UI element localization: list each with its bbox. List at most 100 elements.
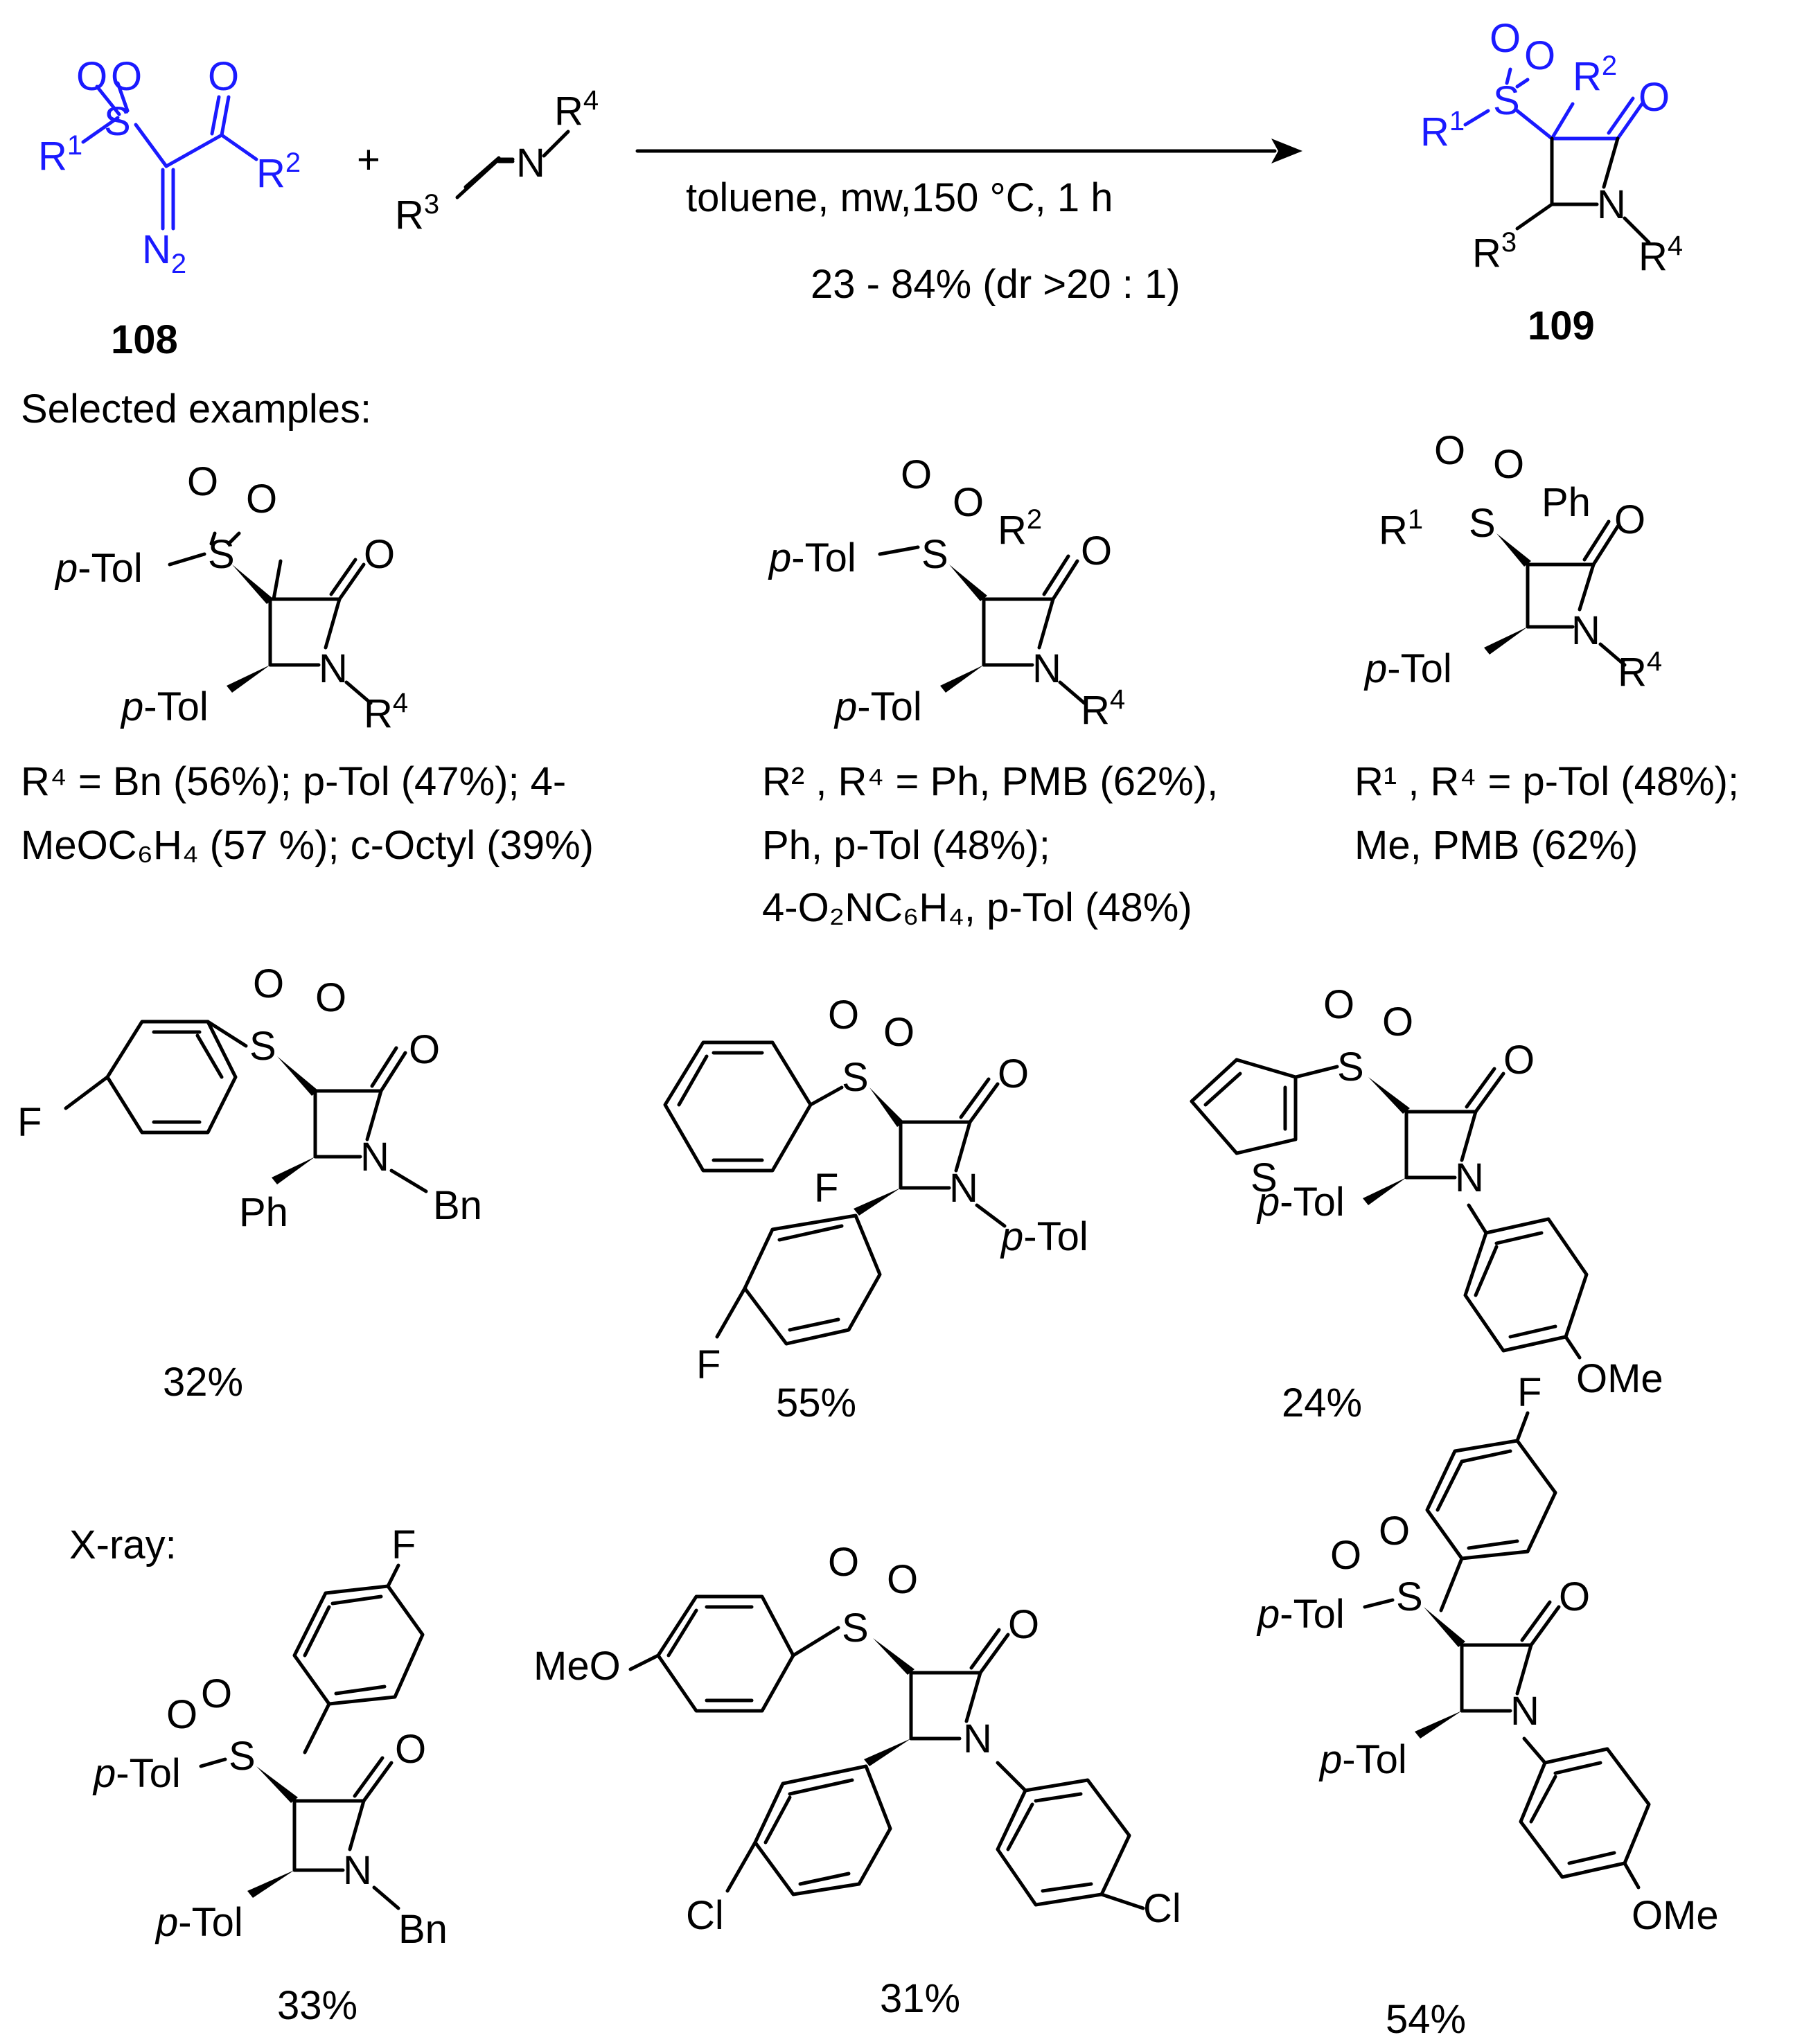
oxygen-atom: O — [1382, 999, 1413, 1045]
example-6-structure: S S O O O N p-Tol OMe — [1190, 982, 1663, 1401]
example-1-caption-line: MeOC₆H₄ (57 %); c-Octyl (39%) — [21, 823, 594, 868]
oxygen-atom: O — [111, 54, 142, 99]
oxygen-atom: O — [1559, 1574, 1590, 1619]
oxygen-atom: O — [315, 975, 346, 1020]
reaction-arrow — [635, 139, 1302, 163]
sulfur-atom: S — [1337, 1045, 1364, 1090]
oxygen-atom: O — [409, 1027, 440, 1072]
r3-label: R3 — [395, 189, 439, 238]
r2-label: R2 — [256, 148, 301, 196]
ptol-group: p-Tol — [154, 1900, 243, 1945]
example-8-yield: 31% — [880, 1976, 960, 2021]
example-2-caption-line: R² , R⁴ = Ph, PMB (62%), — [762, 759, 1218, 804]
nitrogen-atom: N — [319, 646, 348, 691]
methoxy-group: OMe — [1632, 1893, 1719, 1938]
example-4-yield: 32% — [163, 1360, 243, 1405]
oxygen-atom: O — [1379, 1509, 1410, 1554]
sulfur-atom: S — [921, 532, 948, 577]
r4-label: R4 — [1081, 684, 1125, 733]
sulfur-atom: S — [229, 1734, 256, 1779]
example-1-structure: O O S p-Tol O N R4 p-Tol — [54, 459, 408, 736]
oxygen-atom: O — [1008, 1602, 1039, 1647]
phenyl-group: Ph — [239, 1190, 288, 1235]
methoxy-group: MeO — [533, 1644, 621, 1689]
example-5-structure: F S O O O N p-Tol F — [663, 993, 1088, 1387]
r4-label: R4 — [554, 85, 599, 134]
reactant-108: R1 S O O O R2 N2 108 — [38, 54, 301, 362]
ptol-group: p-Tol — [54, 546, 143, 591]
benzyl-group: Bn — [433, 1183, 482, 1228]
reaction-yield-range: 23 - 84% (dr >20 : 1) — [811, 262, 1181, 307]
example-7-yield: 33% — [277, 1983, 357, 2028]
chlorine-atom: Cl — [686, 1893, 724, 1938]
benzyl-group: Bn — [398, 1907, 448, 1952]
oxygen-atom: O — [1323, 982, 1354, 1027]
selected-examples-heading: Selected examples: — [21, 386, 371, 432]
oxygen-atom: O — [1490, 16, 1521, 61]
example-2-caption-line: 4-O₂NC₆H₄, p-Tol (48%) — [762, 885, 1192, 930]
r2-label: R2 — [998, 504, 1042, 553]
example-3-caption-line: Me, PMB (62%) — [1354, 823, 1638, 868]
r1-label: R1 — [1379, 504, 1423, 553]
oxygen-atom: O — [828, 1540, 859, 1585]
r4-label: R4 — [1618, 646, 1662, 695]
example-3-structure: O O S R1 Ph O N R4 p-Tol — [1363, 428, 1662, 695]
r1-label: R1 — [1420, 106, 1465, 154]
oxygen-atom: O — [1638, 75, 1670, 120]
oxygen-atom: O — [1081, 528, 1112, 574]
fluorine-atom: F — [391, 1522, 416, 1567]
oxygen-atom: O — [1434, 428, 1465, 473]
oxygen-atom: O — [395, 1727, 426, 1772]
imine-reactant: R3 N R4 — [395, 85, 599, 238]
compound-108-id: 108 — [111, 317, 178, 362]
oxygen-atom: O — [1524, 33, 1555, 78]
oxygen-atom: O — [187, 459, 218, 504]
ptol-group: p-Tol — [92, 1751, 181, 1796]
sulfur-atom: S — [249, 1024, 276, 1069]
nitrogen-atom: N — [1510, 1689, 1539, 1734]
sulfur-atom: S — [1251, 1155, 1278, 1200]
oxygen-atom: O — [1330, 1533, 1361, 1578]
sulfur-atom: S — [1493, 78, 1520, 123]
plus-sign: + — [357, 137, 380, 182]
reaction-conditions: toluene, mw,150 °C, 1 h — [686, 175, 1113, 220]
oxygen-atom: O — [201, 1671, 232, 1716]
sulfur-atom: S — [1469, 501, 1496, 546]
ptol-group: p-Tol — [768, 535, 856, 580]
product-109: O O R1 S R2 O N R3 R4 109 — [1420, 16, 1683, 348]
example-7-structure: F O O S p-Tol O N Bn p-Tol — [92, 1522, 448, 1952]
r2-label: R2 — [1573, 51, 1617, 99]
nitrogen-atom: N — [343, 1848, 372, 1893]
nitrogen-atom: N — [1571, 608, 1600, 653]
fluorine-atom: F — [814, 1166, 838, 1211]
sulfur-atom: S — [1396, 1574, 1423, 1619]
phenyl-group: Ph — [1541, 480, 1591, 525]
oxygen-atom: O — [998, 1051, 1029, 1096]
example-9-structure: F O O S p-Tol O N p-Tol OMe — [1256, 1370, 1719, 1938]
compound-109-id: 109 — [1528, 303, 1595, 348]
ptol-group: p-Tol — [1256, 1180, 1345, 1225]
fluorine-atom: F — [17, 1100, 42, 1145]
example-9-yield: 54% — [1386, 1997, 1466, 2042]
oxygen-atom: O — [887, 1557, 918, 1602]
nitrogen-atom: N — [1455, 1155, 1484, 1200]
chlorine-atom: Cl — [1143, 1886, 1181, 1931]
fluorine-atom: F — [696, 1342, 721, 1387]
r4-label: R4 — [1638, 231, 1683, 279]
r1-label: R1 — [38, 130, 82, 179]
oxygen-atom: O — [1614, 497, 1645, 542]
nitrogen-atom: N — [1032, 646, 1061, 691]
example-8-structure: MeO S O O O N Cl Cl — [533, 1540, 1181, 1938]
nitrogen-atom: N — [963, 1716, 992, 1761]
example-1-caption-line: R⁴ = Bn (56%); p-Tol (47%); 4- — [21, 759, 566, 804]
oxygen-atom: O — [883, 1010, 915, 1055]
example-3-caption-line: R¹ , R⁴ = p-Tol (48%); — [1354, 759, 1739, 804]
example-4-structure: F S O O O N Bn Ph — [17, 961, 482, 1235]
oxygen-atom: O — [1503, 1038, 1535, 1083]
diazo-label: N2 — [142, 227, 186, 279]
oxygen-atom: O — [208, 54, 239, 99]
xray-heading: X-ray: — [69, 1522, 177, 1567]
example-6-yield: 24% — [1282, 1380, 1362, 1425]
ptol-group: p-Tol — [1000, 1214, 1088, 1259]
